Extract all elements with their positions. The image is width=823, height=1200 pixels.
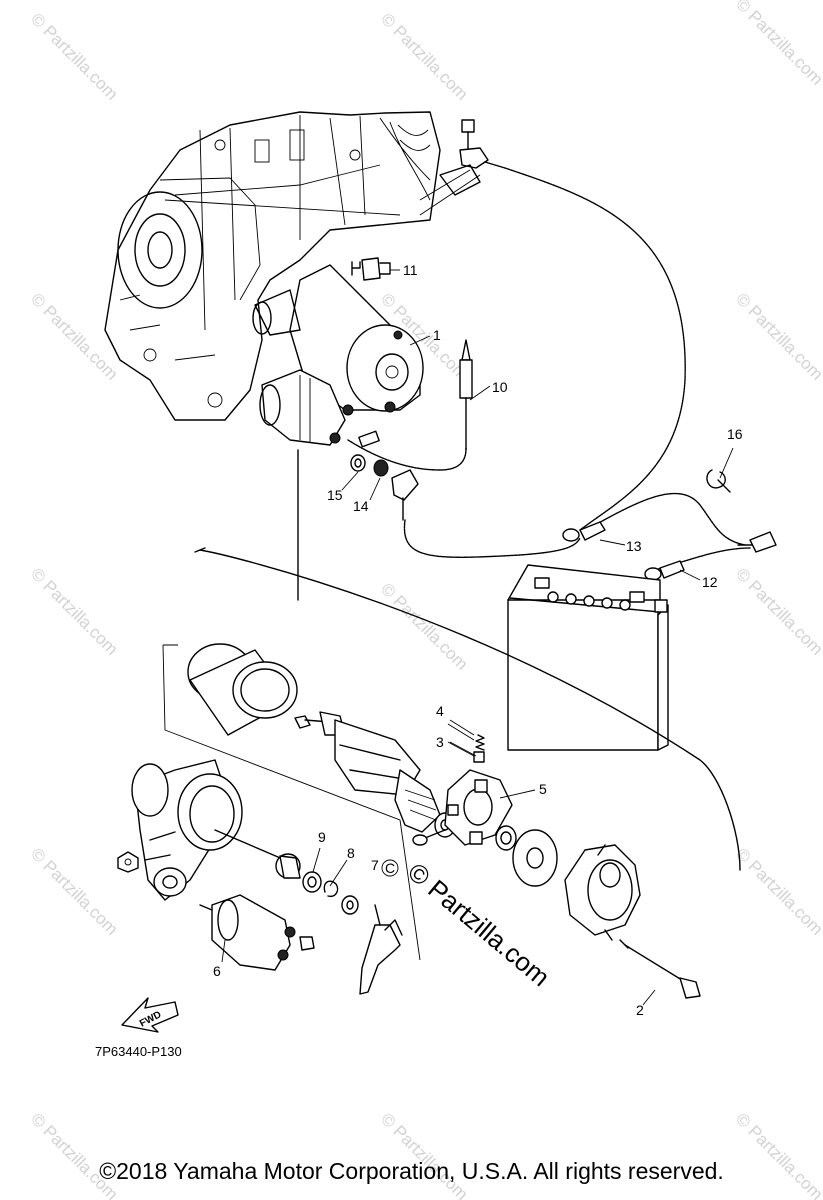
- watermark: © Partzilla.com: [732, 844, 823, 938]
- battery: [507, 564, 669, 751]
- fwd-arrow: FWD: [121, 997, 179, 1033]
- terminal-cap-10: [459, 339, 473, 451]
- watermark: © Partzilla.com: [732, 289, 823, 383]
- callout-15: 15: [327, 487, 343, 503]
- watermark: © Partzilla.com: [27, 1109, 121, 1200]
- starter-motor-assembly: [252, 264, 424, 446]
- watermark: © Partzilla.com: [377, 579, 471, 673]
- ground-clamp: [439, 119, 506, 196]
- watermark: © Partzilla.com: [732, 1109, 823, 1200]
- figure-code: 7P63440-P130: [95, 1044, 182, 1059]
- callout-4: 4: [436, 703, 444, 719]
- copyright-notice: ©2018 Yamaha Motor Corporation, U.S.A. A…: [99, 1158, 724, 1184]
- exploded-starter: C: [117, 643, 701, 999]
- bolt-11: [351, 257, 391, 281]
- engine-block: [104, 111, 481, 421]
- cable-clip-16: [706, 469, 731, 493]
- callout-10: 10: [492, 379, 508, 395]
- watermark: © Partzilla.com: [27, 564, 121, 658]
- callout-12: 12: [702, 574, 718, 590]
- callout-5: 5: [539, 781, 547, 797]
- callout-14: 14: [353, 498, 369, 514]
- watermark: © Partzilla.com: [732, 0, 823, 89]
- callout-16: 16: [727, 426, 743, 442]
- callout-13: 13: [626, 538, 642, 554]
- nut-washer-14-15: [350, 430, 419, 521]
- callout-7: 7: [371, 857, 379, 873]
- watermark: © Partzilla.com: [27, 844, 121, 938]
- callout-8: 8: [347, 845, 355, 861]
- watermark: © Partzilla.com: [377, 9, 471, 103]
- watermark: © Partzilla.com: [27, 9, 121, 103]
- svg-text:C: C: [385, 860, 395, 876]
- watermark: © Partzilla.com: [377, 1109, 471, 1200]
- callout-1: 1: [433, 327, 441, 343]
- callout-11: 11: [403, 262, 418, 278]
- callout-2: 2: [636, 1002, 644, 1018]
- callout-leaders: [221, 269, 734, 1006]
- callout-9: 9: [318, 829, 326, 845]
- callout-6: 6: [213, 963, 221, 979]
- watermark: © Partzilla.com: [732, 564, 823, 658]
- watermark: © Partzilla.com: [27, 289, 121, 383]
- exploded-view-bracket: [194, 449, 741, 871]
- callout-3: 3: [436, 734, 444, 750]
- callout-numbers: 1 2 3 4 5 6 7 8 9 10 11 12 13 14 15 16: [213, 262, 743, 1018]
